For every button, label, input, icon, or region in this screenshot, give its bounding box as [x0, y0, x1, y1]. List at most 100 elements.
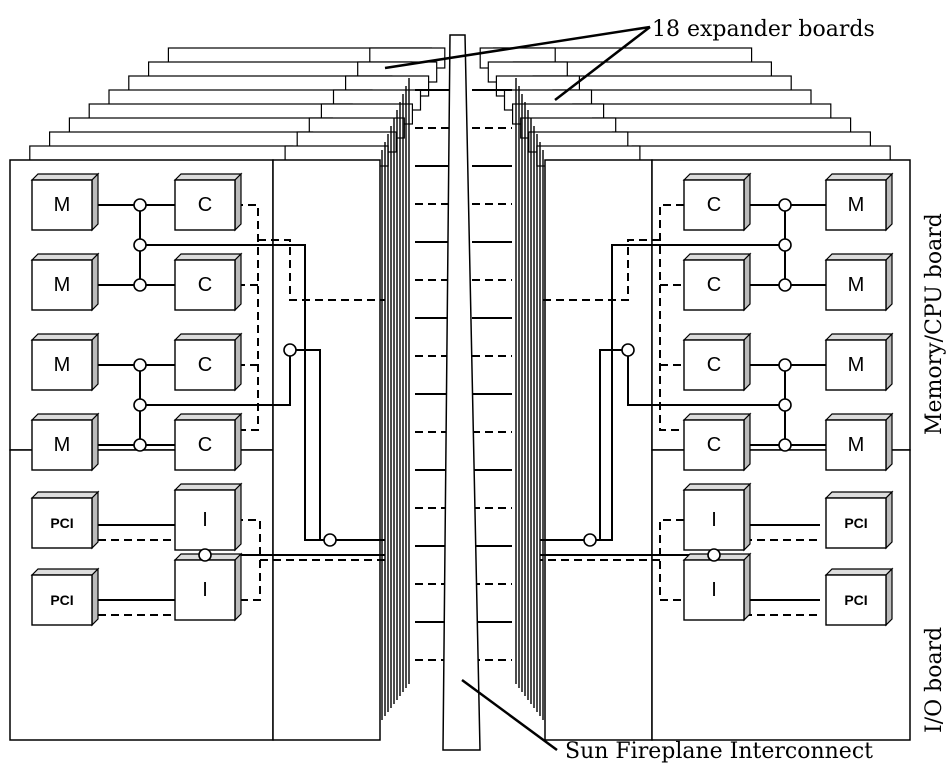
- right-io-chip-1-top: [684, 484, 750, 490]
- left-pci-chip-2: PCI: [32, 569, 98, 625]
- right-cpu-chip-3-side: [744, 334, 750, 390]
- left-cpu-chip-3-label: C: [198, 354, 212, 376]
- junction-node: [779, 359, 791, 371]
- right-pci-chip-1: PCI: [826, 492, 892, 548]
- left-io-chip-1: I: [175, 484, 241, 550]
- left-memory-chip-1-label: M: [54, 194, 71, 216]
- right-cpu-chip-4-side: [744, 414, 750, 470]
- left-memory-chip-4-label: M: [54, 434, 71, 456]
- left-memory-chip-4-top: [32, 414, 98, 420]
- right-cpu-chip-4-top: [684, 414, 750, 420]
- right-expander-panel: [545, 160, 652, 740]
- right-cpu-chip-4-label: C: [707, 434, 721, 456]
- memcpu-label: Memory/CPU board: [922, 213, 947, 435]
- left-cpu-chip-2: C: [175, 254, 241, 310]
- junction-node: [134, 439, 146, 451]
- right-memory-chip-4-label: M: [848, 434, 865, 456]
- right-memory-chip-2: M: [826, 254, 892, 310]
- junction-node: [779, 279, 791, 291]
- expander-label: 18 expander boards: [652, 17, 875, 42]
- junction-node: [779, 399, 791, 411]
- junction-node: [134, 199, 146, 211]
- left-io-chip-1-top: [175, 484, 241, 490]
- left-memory-chip-2-top: [32, 254, 98, 260]
- left-memory-chip-4: M: [32, 414, 98, 470]
- left-memory-chip-3-side: [92, 334, 98, 390]
- interconnect-label: Sun Fireplane Interconnect: [565, 739, 873, 764]
- right-memory-chip-1: M: [826, 174, 892, 230]
- right-cpu-chip-1-side: [744, 174, 750, 230]
- right-cpu-chip-2-top: [684, 254, 750, 260]
- right-pci-chip-1-side: [886, 492, 892, 548]
- junction-node: [199, 549, 211, 561]
- right-pci-chip-2-top: [826, 569, 892, 575]
- left-io-chip-2: I: [175, 554, 241, 620]
- left-memory-chip-2-label: M: [54, 274, 71, 296]
- left-cpu-chip-2-side: [235, 254, 241, 310]
- left-pci-chip-1-label: PCI: [50, 515, 73, 531]
- left-memory-chip-1: M: [32, 174, 98, 230]
- right-memory-chip-1-side: [886, 174, 892, 230]
- left-memory-chip-3-top: [32, 334, 98, 340]
- io-label: I/O board: [922, 627, 947, 733]
- left-pci-chip-1-top: [32, 492, 98, 498]
- right-cpu-chip-3-top: [684, 334, 750, 340]
- left-pci-chip-2-top: [32, 569, 98, 575]
- left-memory-chip-1-top: [32, 174, 98, 180]
- junction-node: [779, 199, 791, 211]
- right-io-chip-1: I: [684, 484, 750, 550]
- left-cpu-chip-3-side: [235, 334, 241, 390]
- junction-node: [134, 239, 146, 251]
- right-memory-chip-4-side: [886, 414, 892, 470]
- left-cpu-chip-4-side: [235, 414, 241, 470]
- right-memory-chip-3-top: [826, 334, 892, 340]
- right-pci-chip-1-top: [826, 492, 892, 498]
- right-pci-chip-2-label: PCI: [844, 592, 867, 608]
- left-io-chip-1-label: I: [202, 509, 208, 531]
- left-memory-chip-2: M: [32, 254, 98, 310]
- junction-node: [708, 549, 720, 561]
- right-pci-chip-2-side: [886, 569, 892, 625]
- right-memory-chip-3: M: [826, 334, 892, 390]
- left-cpu-chip-1-top: [175, 174, 241, 180]
- right-cpu-chip-1: C: [684, 174, 750, 230]
- right-cpu-chip-1-top: [684, 174, 750, 180]
- right-cpu-chip-2: C: [684, 254, 750, 310]
- right-memory-chip-3-label: M: [848, 354, 865, 376]
- right-cpu-chip-3-label: C: [707, 354, 721, 376]
- right-memory-chip-2-side: [886, 254, 892, 310]
- left-pci-chip-1: PCI: [32, 492, 98, 548]
- left-memory-chip-3: M: [32, 334, 98, 390]
- right-io-chip-2-side: [744, 554, 750, 620]
- right-memory-chip-1-label: M: [848, 194, 865, 216]
- left-cpu-chip-4-label: C: [198, 434, 212, 456]
- left-cpu-chip-1-label: C: [198, 194, 212, 216]
- right-cpu-chip-3: C: [684, 334, 750, 390]
- left-cpu-chip-3: C: [175, 334, 241, 390]
- right-io-chip-2: I: [684, 554, 750, 620]
- left-memory-chip-4-side: [92, 414, 98, 470]
- left-io-chip-2-label: I: [202, 579, 208, 601]
- right-memory-chip-4-top: [826, 414, 892, 420]
- right-pci-chip-1-label: PCI: [844, 515, 867, 531]
- junction-node: [134, 399, 146, 411]
- junction-node: [584, 534, 596, 546]
- right-cpu-chip-1-label: C: [707, 194, 721, 216]
- right-memory-chip-1-top: [826, 174, 892, 180]
- left-memory-chip-3-label: M: [54, 354, 71, 376]
- junction-node: [622, 344, 634, 356]
- right-memory-chip-2-label: M: [848, 274, 865, 296]
- right-io-chip-1-side: [744, 484, 750, 550]
- left-cpu-chip-2-top: [175, 254, 241, 260]
- junction-node: [324, 534, 336, 546]
- fireplane-interconnect: [443, 35, 480, 750]
- left-cpu-chip-1-side: [235, 174, 241, 230]
- left-pci-chip-2-side: [92, 569, 98, 625]
- right-cpu-chip-4: C: [684, 414, 750, 470]
- left-io-chip-1-side: [235, 484, 241, 550]
- right-cpu-chip-2-label: C: [707, 274, 721, 296]
- right-io-chip-2-label: I: [711, 579, 717, 601]
- left-cpu-chip-2-label: C: [198, 274, 212, 296]
- left-memory-chip-1-side: [92, 174, 98, 230]
